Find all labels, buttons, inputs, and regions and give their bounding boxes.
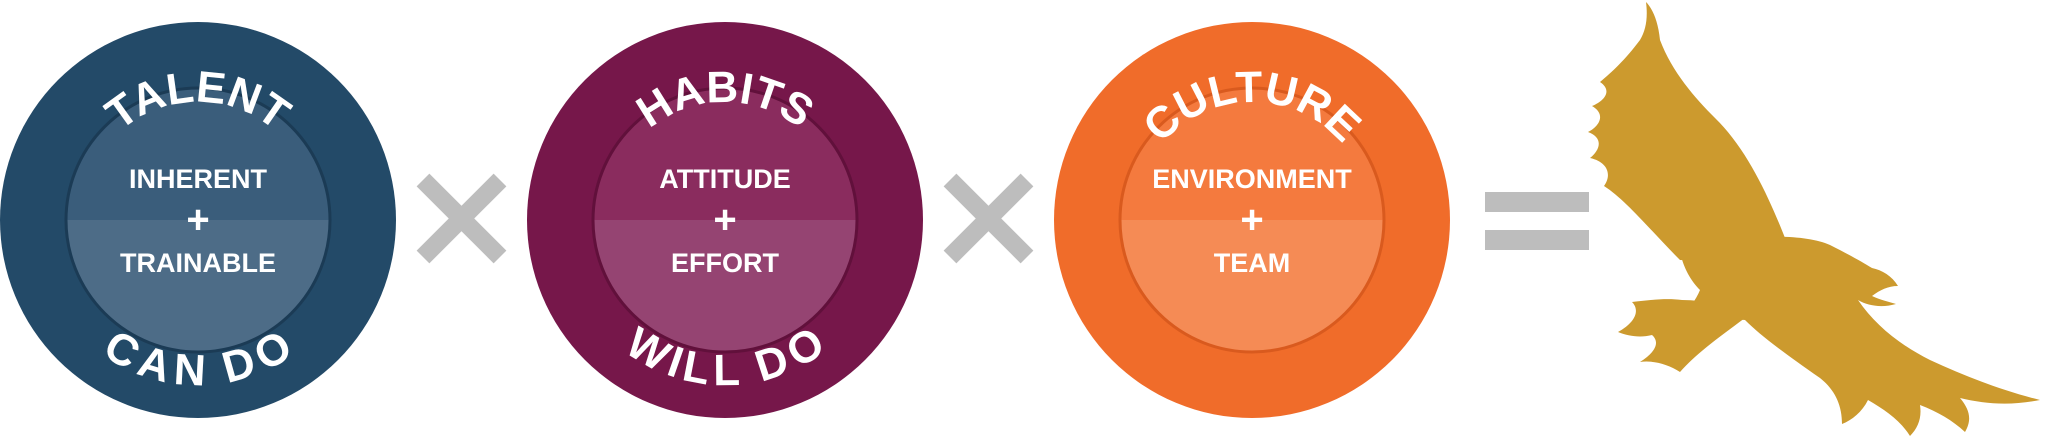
culture-line2: TEAM [1214,248,1291,278]
habits-line1: ATTITUDE [659,164,790,194]
talent-plus: + [186,198,209,242]
habits-plus: + [713,198,736,242]
talent-line2: TRAINABLE [120,248,276,278]
habits-line2: EFFORT [671,248,779,278]
multiply-icon [943,173,1034,264]
eagle-icon [1588,2,2040,436]
talent-circle: TALENT CAN DO INHERENT + TRAINABLE [0,22,396,418]
equals-icon [1485,192,1589,250]
culture-line1: ENVIRONMENT [1152,164,1352,194]
multiply-icon [416,173,507,264]
culture-plus: + [1240,198,1263,242]
culture-circle: CULTURE ENVIRONMENT + TEAM [1054,22,1450,418]
talent-line1: INHERENT [129,164,268,194]
habits-circle: HABITS WILL DO ATTITUDE + EFFORT [527,22,923,418]
